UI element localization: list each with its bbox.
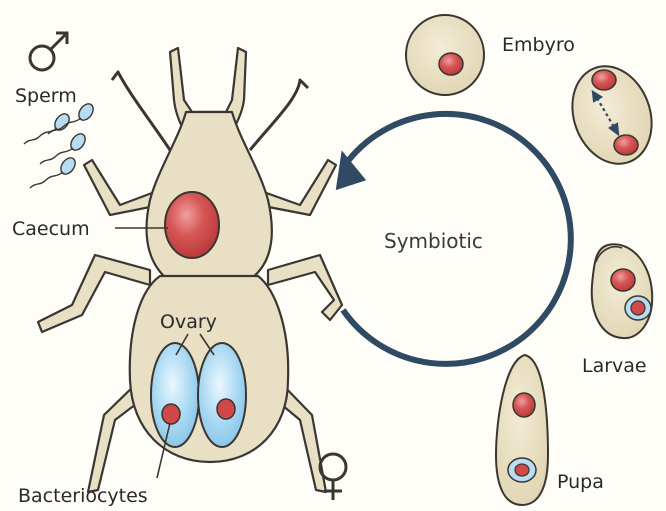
left-antenna	[112, 72, 170, 150]
larvae-cell	[592, 244, 652, 338]
caecum-organ	[165, 192, 219, 258]
ovary-label: Ovary	[160, 311, 217, 333]
male-symbol-icon	[30, 33, 67, 70]
cycle-center-label: Symbiotic	[384, 229, 483, 253]
pupa-cell	[496, 355, 548, 505]
thorax	[147, 112, 272, 278]
embryo-label: Embyro	[502, 34, 575, 56]
left-ovary	[151, 343, 199, 447]
sperm-icon	[24, 101, 96, 188]
left-bacteriocyte	[162, 404, 180, 424]
pupa-label: Pupa	[557, 471, 604, 493]
right-bacteriocyte	[217, 399, 235, 419]
dividing-cell	[559, 55, 665, 175]
sperm-label: Sperm	[15, 85, 77, 107]
caecum-label: Caecum	[12, 218, 90, 240]
embryo-cell	[406, 15, 484, 95]
right-ovary	[198, 343, 246, 447]
larvae-label: Larvae	[582, 355, 647, 377]
left-middle-leg	[38, 255, 150, 332]
bacteriocytes-label: Bacteriocytes	[18, 485, 148, 507]
right-antenna	[250, 80, 308, 150]
female-symbol-icon	[320, 454, 346, 500]
